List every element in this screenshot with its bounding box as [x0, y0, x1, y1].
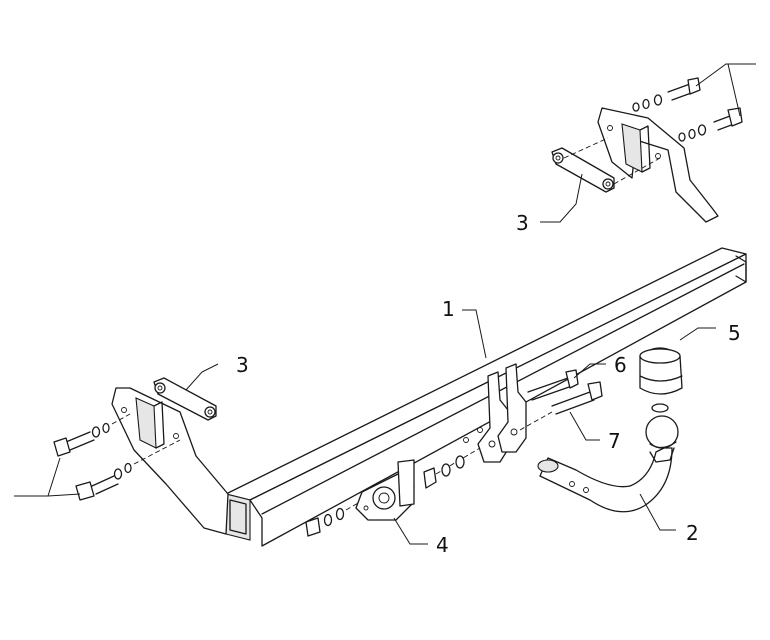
center-nut-set — [423, 455, 465, 489]
mounting-bolt-7 — [551, 381, 603, 415]
left-nut-set — [305, 501, 361, 537]
callout-2: 2 — [686, 521, 699, 545]
tow-ball-neck — [537, 415, 679, 513]
main-cross-beam — [225, 247, 747, 547]
callout-4: 4 — [436, 533, 449, 557]
callout-5: 5 — [728, 321, 741, 345]
right-upper-bolt-set — [632, 77, 701, 112]
mounting-bolt-6 — [527, 369, 579, 401]
left-upper-bolt-set — [53, 413, 131, 457]
callout-3-left: 3 — [236, 353, 249, 377]
right-side-plate — [551, 137, 661, 193]
left-side-plate — [153, 377, 217, 421]
right-mounting-bracket — [597, 107, 719, 223]
electrical-socket-plate — [355, 459, 415, 521]
left-lower-bolt-set — [75, 439, 181, 501]
callout-6: 6 — [614, 353, 627, 377]
callout-7: 7 — [608, 429, 621, 453]
callout-1: 1 — [442, 297, 455, 321]
tow-ball-cap — [639, 347, 683, 413]
right-lower-bolt-set — [678, 107, 743, 142]
callout-3-right: 3 — [516, 211, 529, 235]
left-mounting-bracket — [111, 387, 229, 535]
